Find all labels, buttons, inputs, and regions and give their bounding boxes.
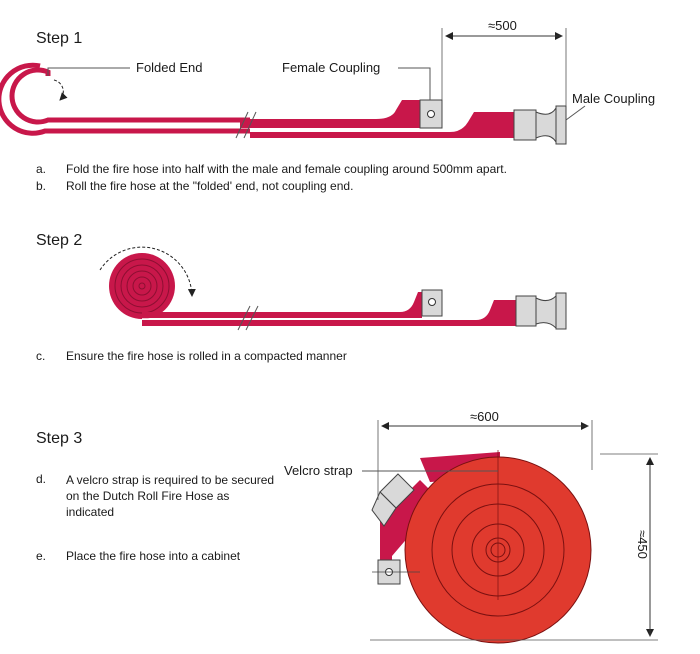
folded-end-leader [47, 67, 130, 76]
instruction-letter: b. [36, 179, 47, 193]
step2-title: Step 2 [36, 232, 83, 249]
instruction-b: b. Roll the fire hose at the "folded' end… [36, 179, 353, 193]
dimension-450 [370, 453, 658, 641]
instruction-letter: d. [36, 472, 47, 486]
instruction-text: Roll the fire hose at the "folded' end, … [66, 179, 354, 193]
step2-hose [99, 246, 567, 331]
dimension-600 [377, 420, 593, 500]
instruction-text: Place the fire hose into a cabinet [66, 549, 241, 563]
male-coupling [515, 292, 567, 330]
break-mark [243, 111, 257, 139]
step3-roll [371, 450, 592, 644]
instruction-c: c. Ensure the fire hose is rolled in a co… [36, 349, 347, 363]
step1-hose [0, 62, 567, 145]
dimension-500-label: ≈500 [488, 18, 517, 33]
break-mark [235, 111, 249, 139]
female-coupling-label: Female Coupling [282, 60, 381, 75]
female-coupling-leader [398, 67, 431, 100]
male-coupling-leader [565, 105, 586, 121]
dimension-600-label: ≈600 [470, 409, 499, 424]
dimension-500 [441, 28, 567, 106]
instruction-letter: a. [36, 162, 47, 176]
instruction-letter: e. [36, 549, 47, 563]
male-coupling [371, 473, 415, 527]
instruction-text: Fold the fire hose into half with the ma… [66, 162, 507, 176]
instruction-a: a. Fold the fire hose into half with the … [36, 162, 507, 176]
instruction-text: A velcro strap is required to be secured… [66, 473, 275, 519]
instruction-e: e. Place the fire hose into a cabinet [36, 549, 240, 563]
break-mark [237, 305, 251, 331]
dimension-450-label: ≈450 [635, 530, 650, 559]
instruction-d: d. A velcro strap is required to be secur… [36, 472, 276, 520]
break-mark [245, 305, 259, 331]
step3-title: Step 3 [36, 430, 83, 447]
male-coupling [513, 105, 567, 145]
velcro-strap-label: Velcro strap [284, 463, 353, 478]
step1-title: Step 1 [36, 30, 83, 47]
folded-end-label: Folded End [136, 60, 203, 75]
hose-roll [109, 253, 175, 319]
male-coupling-label: Male Coupling [572, 91, 656, 106]
instruction-letter: c. [36, 349, 46, 363]
instruction-text: Ensure the fire hose is rolled in a comp… [66, 349, 347, 363]
